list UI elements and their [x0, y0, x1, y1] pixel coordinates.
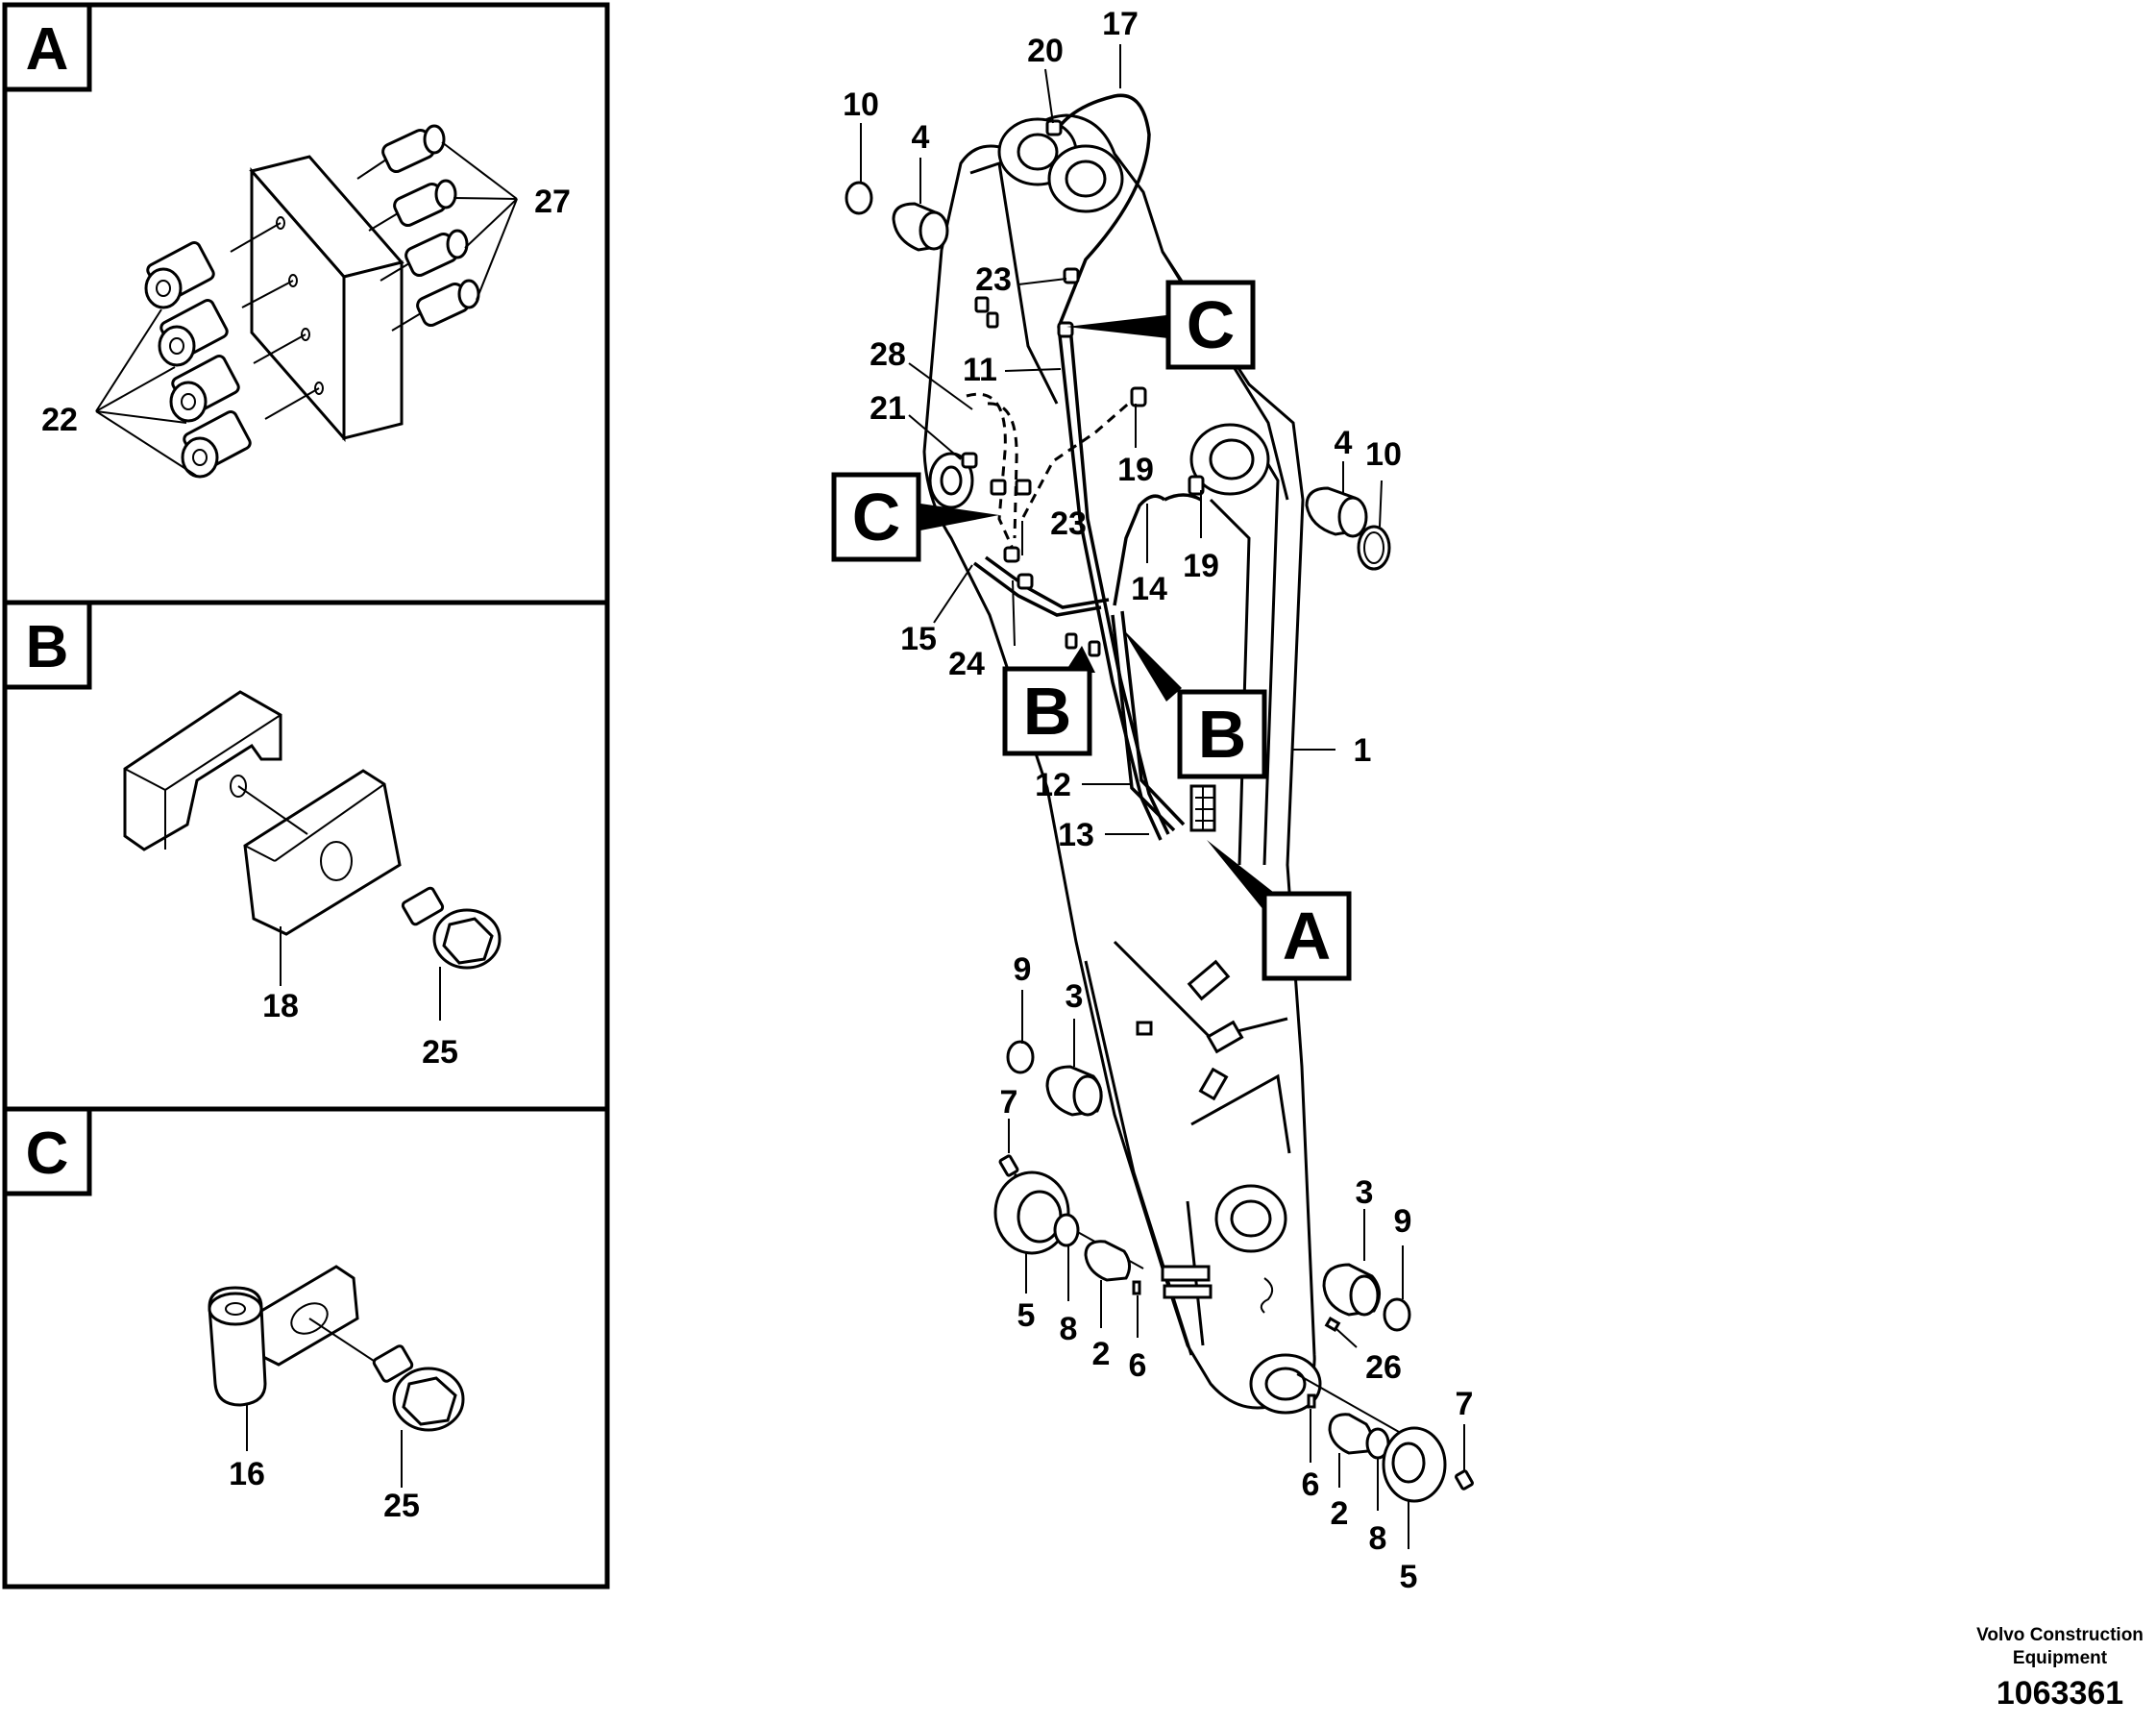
drawing-number: 1063361 — [1996, 1675, 2124, 1712]
callout-16: 16 — [229, 1456, 265, 1492]
callout-13: 13 — [1058, 817, 1094, 853]
callout-leaders-c — [246, 1405, 403, 1488]
callout-19-upper: 19 — [1117, 452, 1154, 488]
callout-19-lower: 19 — [1183, 548, 1219, 584]
section-marker-c-left — [831, 472, 921, 562]
callout-9-right: 9 — [1394, 1203, 1412, 1240]
detail-panel-b-letter: B — [26, 614, 69, 680]
manifold-block-drawing — [144, 124, 480, 479]
section-marker-b-right — [1177, 689, 1267, 779]
loose-parts — [845, 181, 1474, 1503]
callout-4-top: 4 — [912, 119, 930, 156]
callout-8-right: 8 — [1369, 1520, 1387, 1557]
callout-15: 15 — [900, 621, 937, 657]
callout-10-top: 10 — [843, 86, 879, 123]
callout-27: 27 — [534, 184, 571, 220]
detail-panel-b-label-box — [2, 600, 92, 690]
callout-leaders-a — [95, 141, 518, 478]
detail-panel-c-letter: C — [26, 1121, 69, 1187]
callout-23-upper: 23 — [975, 261, 1012, 298]
section-marker-a-letter: A — [1283, 899, 1332, 973]
callout-7-left: 7 — [1000, 1084, 1018, 1121]
callout-28: 28 — [870, 336, 906, 373]
ring-10-top — [845, 181, 873, 215]
callout-17: 17 — [1102, 6, 1139, 42]
callout-11: 11 — [963, 352, 997, 388]
callout-3-left: 3 — [1066, 978, 1084, 1015]
callout-9-left: 9 — [1014, 951, 1032, 988]
callout-leaders-main — [860, 44, 1465, 1549]
callout-12: 12 — [1035, 767, 1071, 803]
section-markers: C C B B A — [831, 280, 1352, 981]
detail-panel-b: B 18 25 — [2, 600, 610, 1112]
callout-7-right: 7 — [1456, 1386, 1474, 1422]
section-marker-a — [1262, 891, 1352, 981]
callout-2-right: 2 — [1331, 1495, 1349, 1532]
detail-panel-a-label-box — [2, 2, 92, 92]
callout-5-left: 5 — [1017, 1297, 1036, 1334]
callout-25: 25 — [383, 1488, 420, 1524]
callout-leaders-b — [280, 926, 441, 1021]
detail-panel-c-label-box — [2, 1106, 92, 1196]
callout-20: 20 — [1027, 33, 1064, 69]
boom-drawing — [922, 113, 1322, 1415]
callout-21: 21 — [870, 390, 906, 427]
callout-18: 18 — [262, 988, 299, 1024]
callout-3-right: 3 — [1356, 1174, 1374, 1211]
clamp-drawing-b — [123, 690, 502, 970]
callout-22: 22 — [41, 402, 78, 438]
hose-routing — [961, 93, 1216, 841]
callout-23-lower: 23 — [1050, 505, 1087, 542]
section-marker-b-left — [1002, 666, 1092, 756]
detail-panel-a: A — [2, 2, 610, 605]
callout-4-right: 4 — [1335, 425, 1353, 461]
callout-26: 26 — [1365, 1349, 1402, 1386]
section-marker-b-left-letter: B — [1023, 674, 1072, 749]
detail-panel-a-letter: A — [26, 16, 69, 83]
callout-1: 1 — [1354, 732, 1372, 769]
callout-8-left: 8 — [1060, 1311, 1078, 1347]
section-marker-b-right-letter: B — [1198, 697, 1247, 772]
callout-numbers: 17 20 10 4 23 11 28 21 19 4 10 23 14 19 … — [843, 6, 1473, 1595]
footer-company: Volvo Construction Equipment — [1976, 1625, 2144, 1668]
clamp-drawing-c — [208, 1265, 465, 1432]
callout-6-right: 6 — [1302, 1466, 1320, 1503]
callout-25: 25 — [422, 1034, 458, 1071]
callout-14: 14 — [1131, 571, 1167, 607]
section-marker-c-upper — [1165, 280, 1256, 370]
callout-10-right: 10 — [1365, 436, 1402, 473]
detail-panel-c: C 16 25 — [2, 1106, 610, 1589]
callout-2-left: 2 — [1092, 1336, 1111, 1372]
section-marker-c-upper-letter: C — [1187, 287, 1236, 362]
callout-5-right: 5 — [1400, 1559, 1418, 1595]
section-marker-c-left-letter: C — [852, 480, 901, 554]
callout-24: 24 — [948, 646, 985, 682]
callout-6-left: 6 — [1129, 1347, 1147, 1384]
